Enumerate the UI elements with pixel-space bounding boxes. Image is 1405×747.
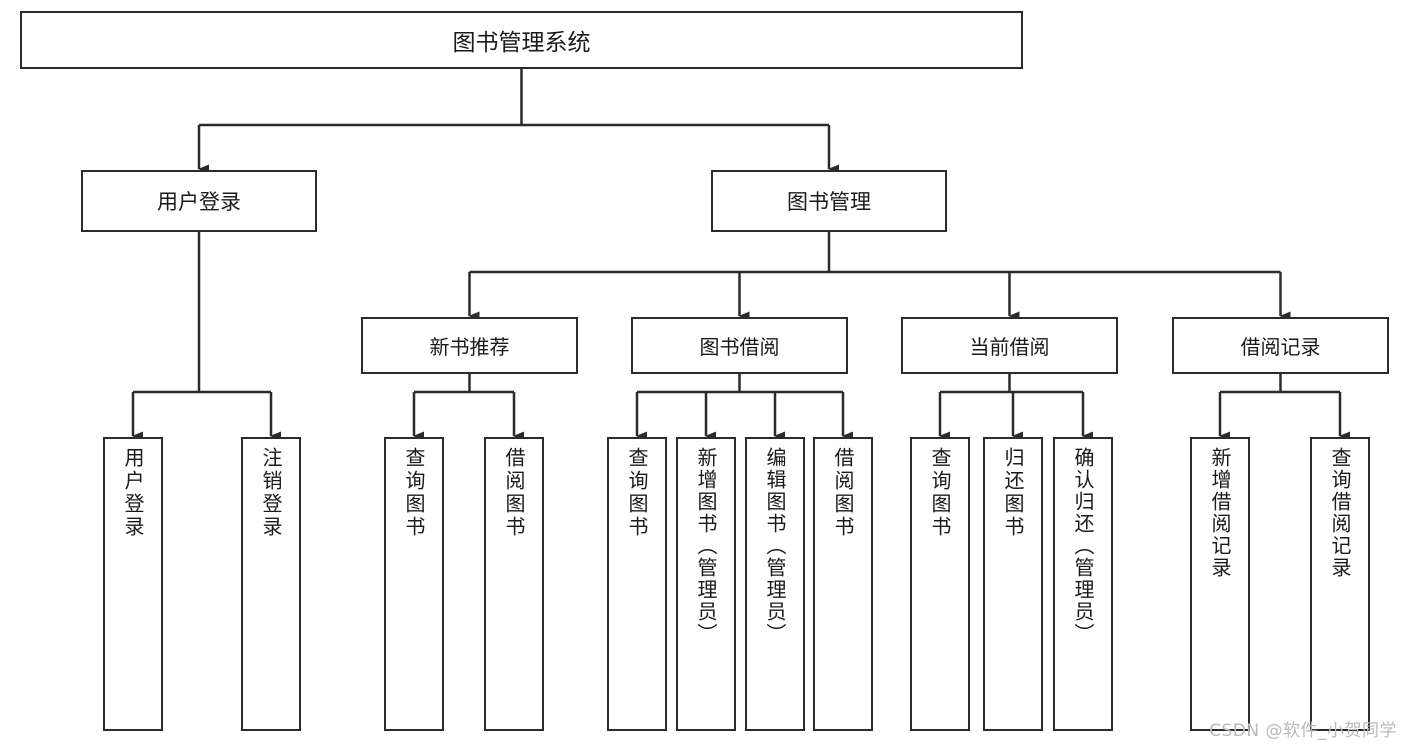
node-leaf-user-logout[interactable]: 注销登录	[241, 437, 301, 731]
node-label: 新增借阅记录	[1208, 447, 1232, 579]
node-label: 当前借阅	[969, 335, 1050, 359]
node-label: 编辑图书（管理员）	[763, 447, 787, 645]
node-label: 查询借阅记录	[1328, 447, 1352, 579]
node-leaf-query-book-1[interactable]: 查询图书	[384, 437, 444, 731]
node-root[interactable]: 图书管理系统	[20, 11, 1023, 69]
node-label: 查询图书	[625, 447, 649, 539]
node-label: 借阅图书	[502, 447, 526, 539]
node-label: 借阅记录	[1240, 335, 1321, 359]
node-user-login[interactable]: 用户登录	[81, 170, 317, 232]
node-label: 注销登录	[259, 447, 283, 539]
node-leaf-confirm-return[interactable]: 确认归还（管理员）	[1053, 437, 1113, 731]
node-leaf-edit-book[interactable]: 编辑图书（管理员）	[745, 437, 805, 731]
node-leaf-return-book[interactable]: 归还图书	[983, 437, 1043, 731]
node-book-manage[interactable]: 图书管理	[711, 170, 947, 232]
node-current-borrow[interactable]: 当前借阅	[901, 317, 1118, 374]
node-label: 图书管理	[787, 190, 871, 214]
node-borrow-record[interactable]: 借阅记录	[1172, 317, 1389, 374]
node-label: 查询图书	[402, 447, 426, 539]
node-leaf-add-book[interactable]: 新增图书（管理员）	[676, 437, 736, 731]
watermark-text: CSDN @软件_小贺同学	[1209, 721, 1397, 741]
node-leaf-user-login[interactable]: 用户登录	[103, 437, 163, 731]
node-leaf-borrow-book-2[interactable]: 借阅图书	[813, 437, 873, 731]
node-label: 确认归还（管理员）	[1071, 447, 1095, 645]
node-label: 图书管理系统	[452, 30, 591, 56]
node-leaf-query-book-3[interactable]: 查询图书	[910, 437, 970, 731]
node-label: 借阅图书	[831, 447, 855, 539]
node-label: 用户登录	[121, 447, 145, 539]
node-label: 图书借阅	[699, 335, 780, 359]
node-book-borrow[interactable]: 图书借阅	[631, 317, 848, 374]
node-leaf-borrow-book-1[interactable]: 借阅图书	[484, 437, 544, 731]
node-label: 新增图书（管理员）	[694, 447, 718, 645]
node-label: 查询图书	[928, 447, 952, 539]
node-label: 归还图书	[1001, 447, 1025, 539]
node-leaf-query-book-2[interactable]: 查询图书	[607, 437, 667, 731]
node-label: 新书推荐	[429, 335, 510, 359]
node-leaf-query-record[interactable]: 查询借阅记录	[1310, 437, 1370, 731]
node-label: 用户登录	[157, 190, 241, 214]
node-leaf-add-record[interactable]: 新增借阅记录	[1190, 437, 1250, 731]
node-new-book-rec[interactable]: 新书推荐	[361, 317, 578, 374]
